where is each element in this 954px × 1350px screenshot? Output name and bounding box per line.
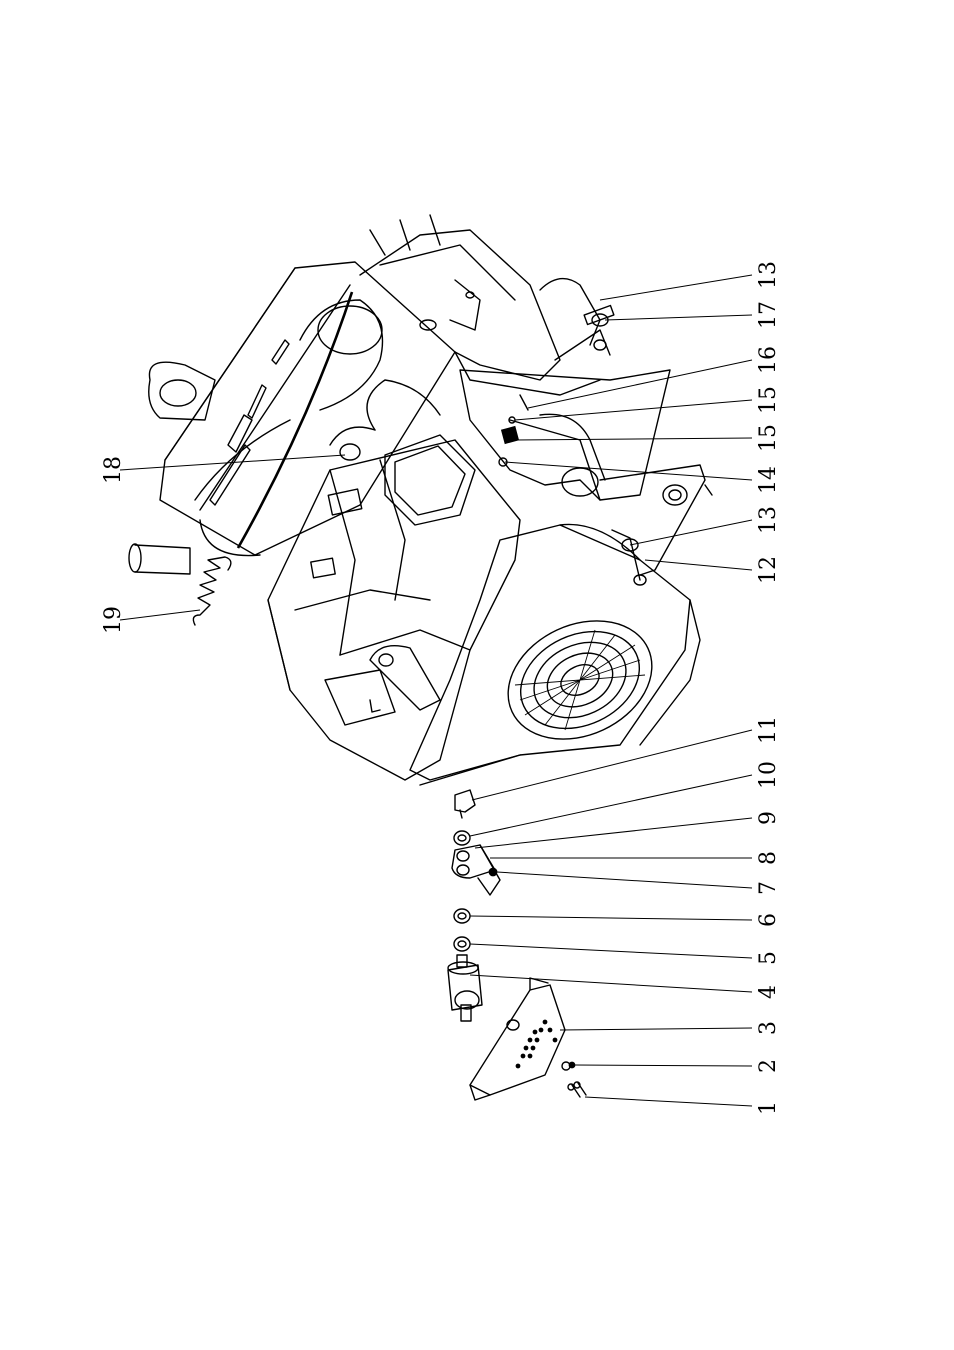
callout-16: 16 [756,346,781,374]
callout-10: 10 [756,761,781,789]
callout-6: 6 [756,913,781,927]
callout-9: 9 [756,811,781,825]
callout-19: 19 [101,606,126,634]
cylinder-head [360,215,600,395]
part-1-bolts [568,1082,586,1097]
mounting-tab [149,362,215,420]
part-4-rubber-mount [448,955,482,1021]
tension-spring [193,557,231,625]
callout-labels: 1 2 3 4 5 6 7 8 9 10 11 12 13 14 15 15 1… [101,261,781,1115]
engine-assembly [129,215,712,785]
callout-13a: 13 [756,506,781,534]
callout-5: 5 [756,951,781,965]
callout-12: 12 [756,556,781,584]
callout-1: 1 [756,1101,781,1115]
fan-grille [489,598,671,761]
muffler-housing [160,262,455,556]
part-5-washer [454,937,470,951]
callout-8: 8 [756,851,781,865]
callout-13b: 13 [756,261,781,289]
part-7-nut [489,868,497,876]
callout-11: 11 [756,716,781,744]
part-11-bracket [455,790,475,818]
part-10-nut [454,831,470,845]
callout-15b: 15 [756,386,781,414]
callout-4: 4 [756,985,781,999]
part-2-nut [562,1062,575,1070]
exploded-parts [448,790,586,1100]
part-6-washer [454,909,470,923]
callout-3: 3 [756,1021,781,1035]
callout-7: 7 [756,881,781,895]
callout-2: 2 [756,1059,781,1073]
right-bracket [600,465,712,585]
callout-14: 14 [756,466,781,494]
callout-15a: 15 [756,424,781,452]
engine-block [268,440,520,780]
callout-17: 17 [756,301,781,329]
terminal-block [499,395,528,466]
exhaust-pipe [129,544,190,574]
callout-18: 18 [101,456,126,484]
part-3-bracket-plate [470,978,565,1100]
